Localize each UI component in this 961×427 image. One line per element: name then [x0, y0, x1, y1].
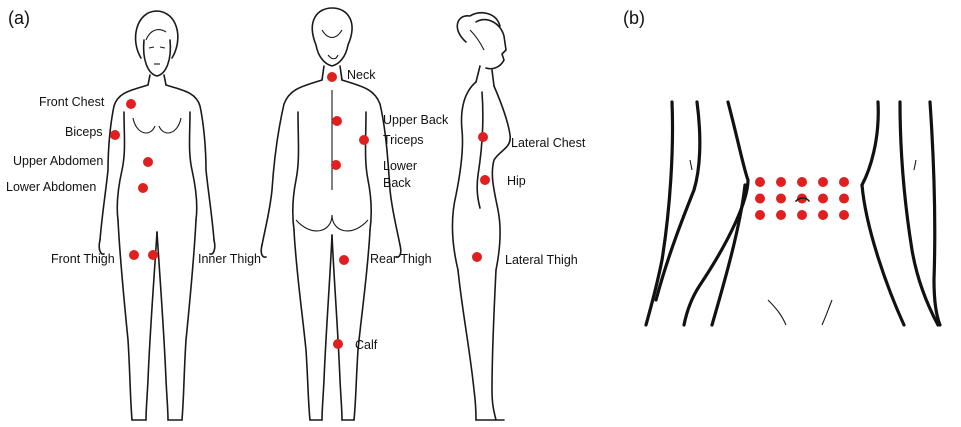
grid-dot	[776, 194, 786, 204]
grid-dot	[839, 177, 849, 187]
dot-front-chest	[126, 99, 136, 109]
grid-dot	[797, 177, 807, 187]
grid-dot	[839, 194, 849, 204]
label-neck: Neck	[347, 68, 376, 82]
panel-b-label: (b)	[623, 8, 645, 28]
front-body-figure	[99, 11, 215, 420]
dot-biceps	[110, 130, 120, 140]
dot-lateral-thigh	[472, 252, 482, 262]
dot-rear-thigh	[339, 255, 349, 265]
grid-dot	[755, 194, 765, 204]
panel-a-label: (a)	[8, 8, 30, 28]
grid-dot	[755, 210, 765, 220]
side-body-figure	[452, 13, 510, 420]
label-biceps: Biceps	[65, 125, 103, 139]
label-lower-back-line1: Lower	[383, 159, 417, 173]
label-lateral-thigh: Lateral Thigh	[505, 253, 578, 267]
label-lower-abdomen: Lower Abdomen	[6, 180, 96, 194]
label-inner-thigh: Inner Thigh	[198, 252, 261, 266]
dot-front-thigh	[129, 250, 139, 260]
label-rear-thigh: Rear Thigh	[370, 252, 432, 266]
grid-dot	[776, 210, 786, 220]
grid-dot	[818, 177, 828, 187]
label-hip: Hip	[507, 174, 526, 188]
label-upper-abdomen: Upper Abdomen	[13, 154, 103, 168]
label-upper-back: Upper Back	[383, 113, 449, 127]
dot-neck	[327, 72, 337, 82]
dot-inner-thigh	[148, 250, 158, 260]
label-lower-back-line2: Back	[383, 176, 412, 190]
label-front-thigh: Front Thigh	[51, 252, 115, 266]
dot-lower-back	[331, 160, 341, 170]
back-body-figure	[261, 8, 401, 420]
grid-dot	[755, 177, 765, 187]
abdomen-closeup	[646, 102, 940, 325]
label-triceps: Triceps	[383, 133, 424, 147]
grid-dot	[818, 194, 828, 204]
label-front-chest: Front Chest	[39, 95, 105, 109]
dot-upper-back	[332, 116, 342, 126]
grid-dot	[797, 210, 807, 220]
grid-dot	[839, 210, 849, 220]
dot-lower-abdomen	[138, 183, 148, 193]
dot-lateral-chest	[478, 132, 488, 142]
grid-dot	[818, 210, 828, 220]
dot-triceps	[359, 135, 369, 145]
label-lateral-chest: Lateral Chest	[511, 136, 586, 150]
dot-hip	[480, 175, 490, 185]
dot-upper-abdomen	[143, 157, 153, 167]
site-labels: Front Chest Biceps Upper Abdomen Lower A…	[6, 68, 586, 352]
dot-calf	[333, 339, 343, 349]
label-calf: Calf	[355, 338, 378, 352]
grid-dot	[776, 177, 786, 187]
